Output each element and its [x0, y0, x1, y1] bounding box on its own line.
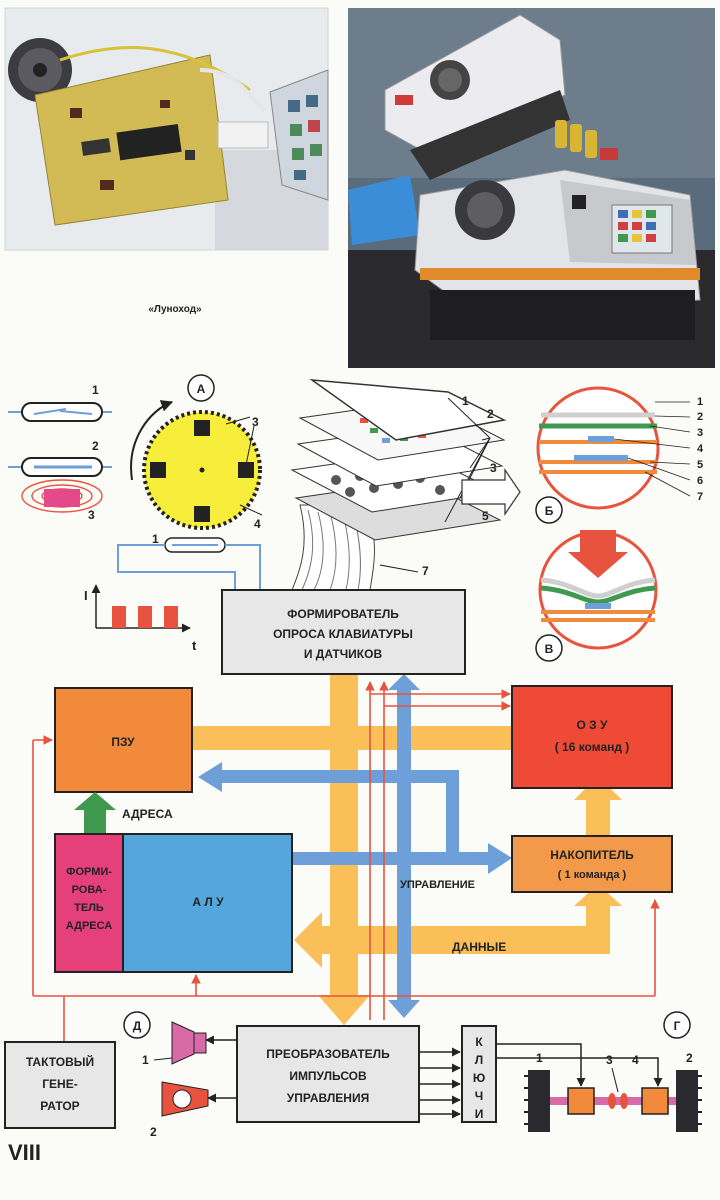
right-motor [641, 1087, 669, 1115]
membrane-keyboard-diagram: 1 2 3 5 7 [290, 379, 521, 591]
lunokhod-photo [348, 8, 715, 368]
ram-block: О З У ( 16 команд ) [511, 685, 673, 789]
layer-label-5: 5 [697, 459, 703, 471]
pulse-graph: I t [84, 584, 197, 653]
svg-text:УПРАВЛЕНИЯ: УПРАВЛЕНИЯ [287, 1091, 369, 1105]
svg-text:ФОРМИ-: ФОРМИ- [66, 866, 112, 878]
graph-x-label: t [192, 638, 197, 653]
rom-block: ПЗУ [54, 687, 193, 793]
svg-text:О З У: О З У [577, 718, 609, 732]
svg-text:АДРЕСА: АДРЕСА [66, 920, 113, 932]
callout-g [663, 1011, 691, 1039]
press-arrow-icon [568, 530, 628, 578]
callout-a [187, 374, 215, 402]
magnet-icon [44, 489, 80, 507]
drive-label-2: 2 [686, 1051, 693, 1065]
svg-text:В: В [545, 642, 554, 656]
svg-text:ИМПУЛЬСОВ: ИМПУЛЬСОВ [289, 1069, 367, 1083]
svg-text:Г: Г [674, 1019, 681, 1033]
scanner-block: ФОРМИРОВАТЕЛЬ ОПРОСА КЛАВИАТУРЫ И ДАТЧИК… [221, 589, 466, 675]
address-former-block [54, 833, 124, 973]
svg-text:ОПРОСА КЛАВИАТУРЫ: ОПРОСА КЛАВИАТУРЫ [273, 627, 413, 641]
address-arrow-icon [74, 792, 116, 810]
accumulator-block: НАКОПИТЕЛЬ ( 1 команда ) [511, 835, 673, 893]
control-bus-label: УПРАВЛЕНИЕ [400, 879, 475, 891]
membrane-pressed-zoom: В [535, 530, 658, 662]
svg-text:ГЕНЕ-: ГЕНЕ- [42, 1077, 77, 1091]
address-arrow: АДРЕСА [74, 792, 173, 834]
alu-block: ФОРМИ- РОВА- ТЕЛЬ АДРЕСА А Л У [54, 833, 293, 973]
svg-text:Ю: Ю [473, 1071, 485, 1085]
converter-key-arrows [419, 1047, 461, 1119]
drive-diagram: Г 1 2 3 4 [496, 1011, 702, 1132]
layer-label-6: 6 [697, 475, 703, 487]
speaker-output-icon [171, 1021, 195, 1065]
address-bus-label: АДРЕСА [122, 807, 173, 821]
svg-text:К: К [475, 1035, 483, 1049]
right-track-icon [676, 1070, 698, 1132]
data-bus [192, 662, 622, 1025]
layer-label-3: 3 [697, 427, 703, 439]
keyboard-label-2: 2 [487, 407, 494, 421]
svg-text:ПРЕОБРАЗОВАТЕЛЬ: ПРЕОБРАЗОВАТЕЛЬ [266, 1047, 390, 1061]
svg-text:А: А [197, 382, 206, 396]
page-number: VIII [8, 1140, 41, 1165]
graph-y-label: I [84, 588, 88, 603]
svg-text:А Л У: А Л У [192, 895, 224, 909]
reed-label-2: 2 [92, 439, 99, 453]
svg-text:ФОРМИРОВАТЕЛЬ: ФОРМИРОВАТЕЛЬ [287, 607, 399, 621]
clock-generator-block: ТАКТОВЫЙ ГЕНЕ- РАТОР [4, 1041, 116, 1129]
outputs-diagram: Д 1 2 [123, 1011, 237, 1139]
keyboard-label-3: 3 [490, 461, 497, 475]
converter-block: ПРЕОБРАЗОВАТЕЛЬ ИМПУЛЬСОВ УПРАВЛЕНИЯ [236, 1025, 420, 1123]
clock-signal-lines [32, 681, 660, 1042]
keyboard-label-7: 7 [422, 564, 429, 578]
drive-label-4: 4 [632, 1053, 639, 1067]
reed-label-1: 1 [92, 383, 99, 397]
wheel-label-4: 4 [254, 517, 261, 531]
circuit-board-photo [4, 7, 329, 251]
callout-d [123, 1011, 151, 1039]
svg-text:ПЗУ: ПЗУ [111, 735, 135, 749]
layer-label-1: 1 [697, 396, 703, 408]
svg-text:РОВА-: РОВА- [72, 884, 107, 896]
svg-text:Л: Л [475, 1053, 483, 1067]
svg-text:ТЕЛЬ: ТЕЛЬ [74, 902, 104, 914]
control-bus [198, 674, 512, 1018]
svg-text:И ДАТЧИКОВ: И ДАТЧИКОВ [304, 647, 383, 661]
svg-text:ТАКТОВЫЙ: ТАКТОВЫЙ [26, 1054, 94, 1069]
photo-caption: «Луноход» [148, 304, 202, 315]
left-track-icon [528, 1070, 550, 1132]
callout-b [535, 496, 563, 524]
svg-text:( 16 команд ): ( 16 команд ) [555, 740, 630, 754]
gear-wheel-diagram: А 3 4 1 [117, 374, 263, 592]
drive-label-3: 3 [606, 1053, 613, 1067]
keyboard-label-5: 5 [482, 509, 489, 523]
svg-text:( 1 команда ): ( 1 команда ) [558, 869, 627, 881]
layer-label-2: 2 [697, 411, 703, 423]
svg-text:И: И [475, 1107, 484, 1121]
layer-label-7: 7 [697, 491, 703, 503]
svg-text:Д: Д [133, 1019, 142, 1033]
membrane-layers-zoom: 1 2 3 4 5 6 7 Б [535, 386, 704, 524]
svg-text:Б: Б [545, 504, 554, 518]
svg-text:РАТОР: РАТОР [40, 1099, 79, 1113]
wheel-label-1: 1 [152, 532, 159, 546]
output-label-1: 1 [142, 1053, 149, 1067]
left-motor [567, 1087, 595, 1115]
layer-label-4: 4 [697, 443, 704, 455]
callout-v [535, 634, 563, 662]
output-label-2: 2 [150, 1125, 157, 1139]
reed-label-3: 3 [88, 508, 95, 522]
keyboard-label-1: 1 [462, 394, 469, 408]
wheel-label-3: 3 [252, 415, 259, 429]
keys-block: К Л Ю Ч И [461, 1025, 497, 1123]
reed-switch-diagram: 1 2 3 [8, 383, 112, 522]
data-bus-label: ДАННЫЕ [452, 940, 506, 954]
svg-text:НАКОПИТЕЛЬ: НАКОПИТЕЛЬ [550, 848, 634, 862]
svg-text:Ч: Ч [475, 1089, 483, 1103]
